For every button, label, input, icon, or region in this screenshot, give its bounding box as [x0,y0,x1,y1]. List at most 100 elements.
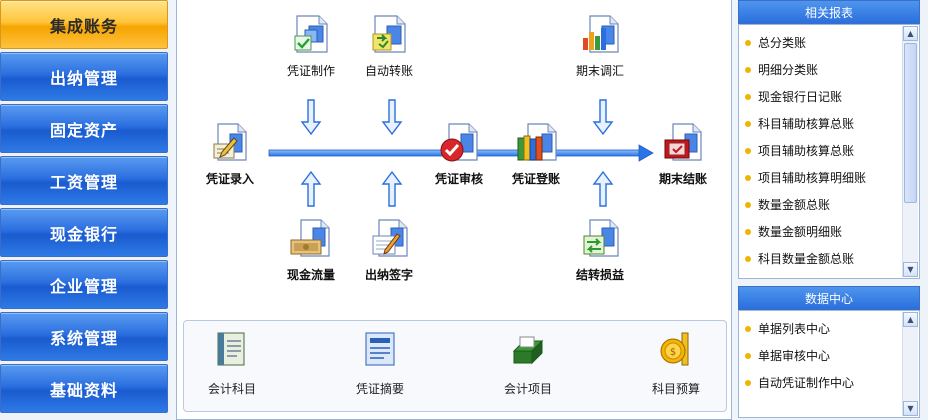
quick-item-label: 会计项目 [503,382,552,396]
report-item[interactable]: 现金银行日记账 [745,84,919,111]
document-list-icon [365,332,395,366]
scroll-up-icon[interactable]: ▲ [903,26,918,41]
datacenter-item-label: 自动凭证制作中心 [758,376,855,390]
quick-item-subject-budget[interactable]: $ 科目预算 [628,329,724,397]
cash-flow-icon [290,219,330,257]
node-auto-transfer[interactable]: 自动转账 [349,12,429,79]
quick-item-accounting-subjects[interactable]: 会计科目 [184,329,280,397]
bullet-icon [745,147,751,154]
node-period-adjust[interactable]: 期末调汇 [560,12,640,79]
nav-item-fixed-assets[interactable]: 固定资产 [0,104,168,153]
report-item-label: 明细分类账 [758,63,819,77]
workflow-panel: 凭证制作 自动转账 期末调汇 [176,0,732,420]
bullet-icon [745,174,751,181]
node-label: 现金流量 [286,268,335,282]
quick-items-panel: 会计科目 凭证摘要 会计项目 $ [183,320,727,412]
books-icon [517,123,557,161]
report-item-label: 现金银行日记账 [758,90,843,104]
datacenter-item-label: 单据列表中心 [758,322,831,336]
nav-item-cash-bank[interactable]: 现金银行 [0,208,168,257]
node-cashier-sign[interactable]: 出纳签字 [349,216,429,283]
node-label: 凭证登账 [511,172,560,186]
node-voucher-post[interactable]: 凭证登账 [496,120,576,187]
report-item[interactable]: 项目辅助核算总账 [745,138,919,165]
bullet-icon [745,352,751,359]
bullet-icon [745,201,751,208]
node-label: 凭证审核 [434,172,483,186]
node-label: 凭证录入 [205,172,254,186]
report-item[interactable]: 明细分类账 [745,57,919,84]
datacenter-scrollbar[interactable]: ▲ ▼ [902,312,918,416]
node-label: 结转损益 [575,268,624,282]
node-label: 期末结账 [658,172,707,186]
datacenter-item[interactable]: 单据审核中心 [745,343,919,370]
pen-document-icon [213,123,247,161]
audit-check-icon [440,123,478,162]
report-item-label: 总分类账 [758,36,807,50]
bullet-icon [745,228,751,235]
carry-forward-icon [583,219,619,257]
bullet-icon [745,379,751,386]
datacenter-header: 数据中心 [738,286,920,310]
report-item[interactable]: 总分类账 [745,30,919,57]
quick-item-voucher-summary[interactable]: 凭证摘要 [332,329,428,397]
scroll-down-icon[interactable]: ▼ [903,262,918,277]
bullet-icon [745,325,751,332]
nav-item-system-management[interactable]: 系统管理 [0,312,168,361]
report-item-label: 科目数量金额总账 [758,252,855,266]
reports-list: 总分类账 明细分类账 现金银行日记账 科目辅助核算总账 项目辅助核算总账 项目辅… [738,24,920,279]
node-voucher-create[interactable]: 凭证制作 [271,12,351,79]
node-cash-flow[interactable]: 现金流量 [271,216,351,283]
bullet-icon [745,255,751,262]
bar-chart-icon [583,15,619,53]
quick-item-label: 科目预算 [651,382,700,396]
card-tray-icon [512,336,544,365]
svg-text:$: $ [670,347,676,358]
report-item[interactable]: 科目数量金额总账 [745,246,919,273]
report-item-label: 项目辅助核算明细账 [758,171,867,185]
nav-item-integrated-accounting[interactable]: 集成账务 [0,0,168,49]
bullet-icon [745,120,751,127]
voucher-check-icon [294,15,328,53]
node-voucher-audit[interactable]: 凭证审核 [419,120,499,187]
node-label: 凭证制作 [286,64,335,78]
datacenter-item[interactable]: 单据列表中心 [745,316,919,343]
node-carry-forward[interactable]: 结转损益 [560,216,640,283]
datacenter-item-label: 单据审核中心 [758,349,831,363]
nav-item-basic-data[interactable]: 基础资料 [0,364,168,413]
report-item[interactable]: 数量金额明细账 [745,219,919,246]
bullet-icon [745,39,751,46]
left-nav: 集成账务 出纳管理 固定资产 工资管理 现金银行 企业管理 系统管理 基础资料 [0,0,170,420]
scroll-down-icon[interactable]: ▼ [903,401,918,416]
report-item[interactable]: 数量金额总账 [745,192,919,219]
report-item-label: 数量金额明细账 [758,225,843,239]
quick-item-accounting-projects[interactable]: 会计项目 [480,329,576,397]
signature-icon [372,219,408,257]
report-item-label: 项目辅助核算总账 [758,144,855,158]
coin-budget-icon: $ [660,332,689,366]
quick-item-label: 会计科目 [207,382,256,396]
nav-item-payroll[interactable]: 工资管理 [0,156,168,205]
bullet-icon [745,66,751,73]
reports-header: 相关报表 [738,0,920,24]
auto-transfer-icon [372,15,406,53]
nav-item-enterprise-management[interactable]: 企业管理 [0,260,168,309]
scroll-up-icon[interactable]: ▲ [903,312,918,327]
bullet-icon [745,93,751,100]
ledger-book-icon [217,332,245,366]
node-period-close[interactable]: 期末结账 [643,120,723,187]
datacenter-item[interactable]: 自动凭证制作中心 [745,370,919,397]
scroll-thumb[interactable] [904,43,917,203]
node-label: 出纳签字 [364,268,413,282]
nav-item-cashier-management[interactable]: 出纳管理 [0,52,168,101]
right-panel: 相关报表 总分类账 明细分类账 现金银行日记账 科目辅助核算总账 项目辅助核算总… [738,0,928,420]
datacenter-list: 单据列表中心 单据审核中心 自动凭证制作中心 ▲ ▼ [738,310,920,418]
quick-item-label: 凭证摘要 [355,382,404,396]
report-item-label: 科目辅助核算总账 [758,117,855,131]
report-item-label: 数量金额总账 [758,198,831,212]
reports-scrollbar[interactable]: ▲ ▼ [902,26,918,277]
node-voucher-entry[interactable]: 凭证录入 [190,120,270,187]
report-item[interactable]: 项目辅助核算明细账 [745,165,919,192]
report-item[interactable]: 科目辅助核算总账 [745,111,919,138]
period-close-icon [664,123,702,161]
